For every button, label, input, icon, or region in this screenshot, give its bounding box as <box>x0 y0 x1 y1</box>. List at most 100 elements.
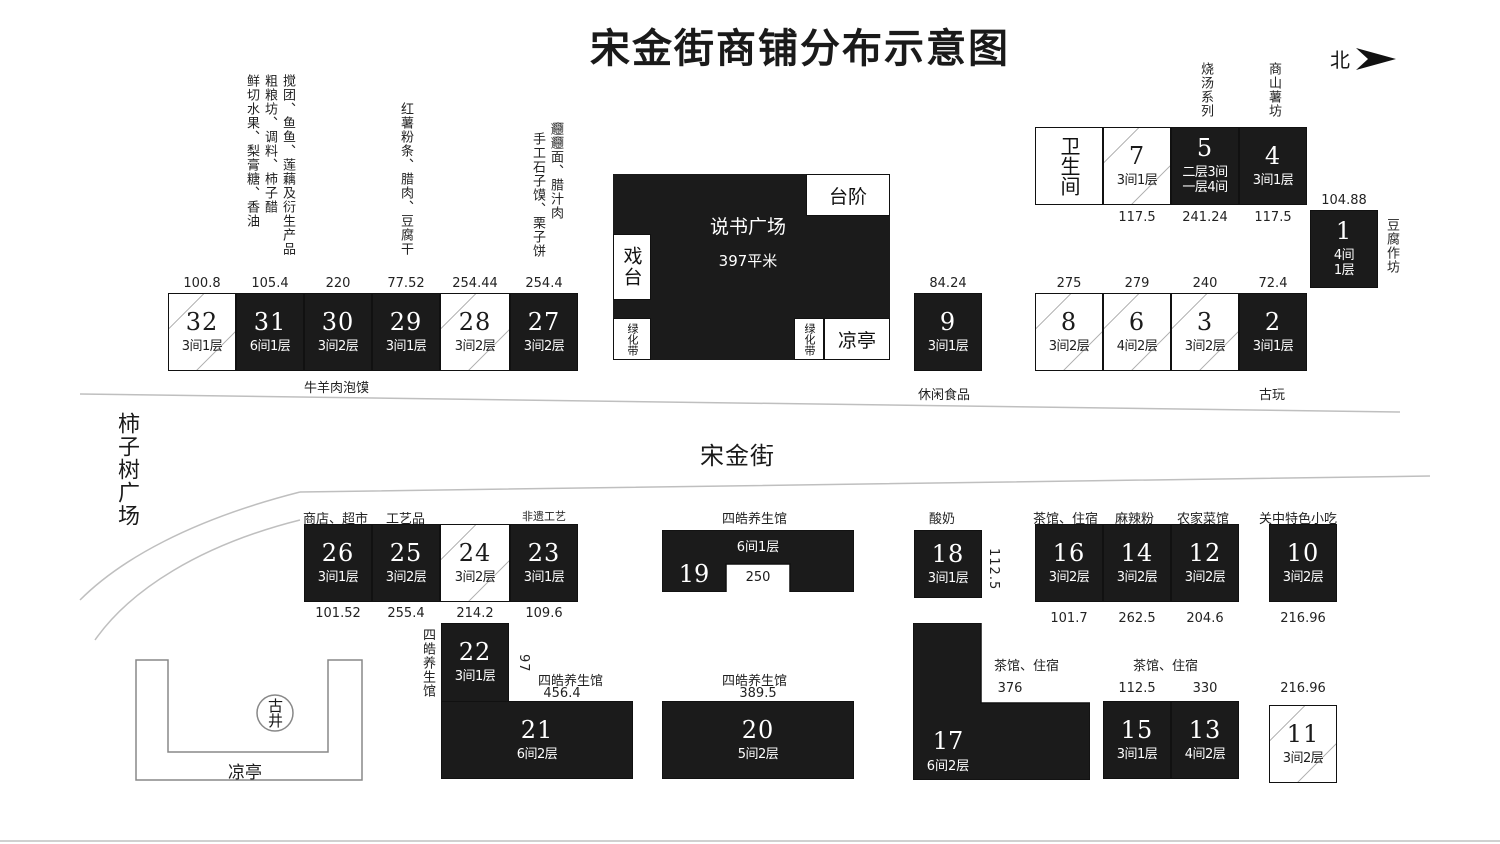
shop-info: 3间1层 <box>317 569 359 585</box>
shop-info: 3间1层 <box>1252 338 1294 354</box>
shop-19[interactable]: 6间1层 19 250 <box>662 530 854 592</box>
shop-number: 28 <box>458 307 492 336</box>
shop-area: 255.4 <box>387 606 425 621</box>
shop-info: 3间2层 <box>385 569 427 585</box>
shop-number: 31 <box>253 307 287 336</box>
restroom: 卫生间 <box>1035 127 1103 205</box>
shop-number: 5 <box>1196 134 1214 163</box>
shop-info: 3间2层 <box>1184 338 1226 354</box>
shop-31[interactable]: 31 6间1层 <box>236 293 304 371</box>
shop-area: 389.5 <box>739 686 777 701</box>
shop-area: 204.6 <box>1186 611 1224 626</box>
shop-number: 20 <box>741 715 775 744</box>
business-label-19: 四皓养生馆 <box>722 512 788 527</box>
business-label-17: 茶馆、住宿 <box>994 659 1060 674</box>
shop-info: 3间2层 <box>1282 569 1324 585</box>
shop-16[interactable]: 16 3间2层 <box>1035 524 1103 602</box>
shop-info: 4间2层 <box>1184 746 1226 762</box>
shop-info: 3间2层 <box>1116 569 1158 585</box>
shop-17-shape <box>913 623 1090 780</box>
shop-number: 19 <box>678 560 710 588</box>
business-label-14: 麻辣粉 <box>1115 512 1155 527</box>
shop-info: 6间1层 <box>249 338 291 354</box>
business-label-row-north: 牛羊肉泡馍 <box>304 381 370 396</box>
north-indicator: 北 <box>1330 44 1398 73</box>
shop-area: 112.5 <box>986 548 1001 591</box>
shop-area: 117.5 <box>1118 210 1156 225</box>
shop-number: 1 <box>1335 217 1353 246</box>
business-label-26: 商店、超市 <box>303 512 369 527</box>
business-label-25: 工艺品 <box>386 512 426 527</box>
shop-area: 279 <box>1124 276 1150 291</box>
street-label: 宋金街 <box>700 442 775 470</box>
business-label-1: 豆腐作坊 <box>1384 218 1399 274</box>
shop-number: 2 <box>1264 307 1282 336</box>
shop-info: 3间2层 <box>317 338 359 354</box>
shop-20[interactable]: 20 5间2层 <box>662 701 854 779</box>
map-title: 宋金街商铺分布示意图 <box>590 25 1010 72</box>
shop-area: 456.4 <box>543 686 581 701</box>
shop-area: 77.52 <box>387 276 425 291</box>
shop-number: 8 <box>1060 307 1078 336</box>
shop-info: 3间2层 <box>1048 569 1090 585</box>
shop-area: 97 <box>516 654 531 673</box>
shop-info: 3间2层 <box>1048 338 1090 354</box>
shop-info: 3间1层 <box>1116 172 1158 188</box>
plaza-stage: 戏台 <box>613 234 651 300</box>
shop-26[interactable]: 26 3间1层 <box>304 524 372 602</box>
shop-info: 5间2层 <box>737 746 779 762</box>
shop-area: 84.24 <box>929 276 967 291</box>
business-label-27b: 𰻝𰻝面、腊汁肉 <box>548 122 563 220</box>
storytelling-plaza: 台阶 戏台 绿化带 绿化带 凉亭 说书广场 397平米 <box>613 174 890 360</box>
shop-area: 109.6 <box>525 606 563 621</box>
plaza-greenbelt-right: 绿化带 <box>794 318 824 360</box>
shop-info: 3间1层 <box>181 338 223 354</box>
shop-2[interactable]: 2 3间1层 <box>1239 293 1307 371</box>
business-label-15: 茶馆、住宿 <box>1133 659 1199 674</box>
business-label-10: 关中特色小吃 <box>1259 512 1338 527</box>
shop-number: 18 <box>931 539 965 568</box>
shop-number: 32 <box>185 307 219 336</box>
shop-info: 6间1层 <box>736 540 780 555</box>
shop-number: 26 <box>321 538 355 567</box>
shop-info: 4间2层 <box>1116 338 1158 354</box>
shop-32[interactable]: 32 3间1层 <box>168 293 236 371</box>
shop-area: 216.96 <box>1280 611 1326 626</box>
shop-info: 6间2层 <box>926 759 970 774</box>
shop-area: 72.4 <box>1258 276 1288 291</box>
shop-number: 16 <box>1052 538 1086 567</box>
north-label: 北 <box>1330 48 1350 72</box>
shop-info: 3间2层 <box>1184 569 1226 585</box>
shop-info: 3间1层 <box>1116 746 1158 762</box>
shop-area: 262.5 <box>1118 611 1156 626</box>
shop-17[interactable]: 17 6间2层 <box>913 623 1090 780</box>
shop-area: 100.8 <box>183 276 221 291</box>
shop-area: 275 <box>1056 276 1082 291</box>
business-label-2: 古玩 <box>1259 388 1286 403</box>
shop-8[interactable]: 8 3间2层 <box>1035 293 1103 371</box>
business-label-23: 非遗工艺 <box>522 510 566 523</box>
